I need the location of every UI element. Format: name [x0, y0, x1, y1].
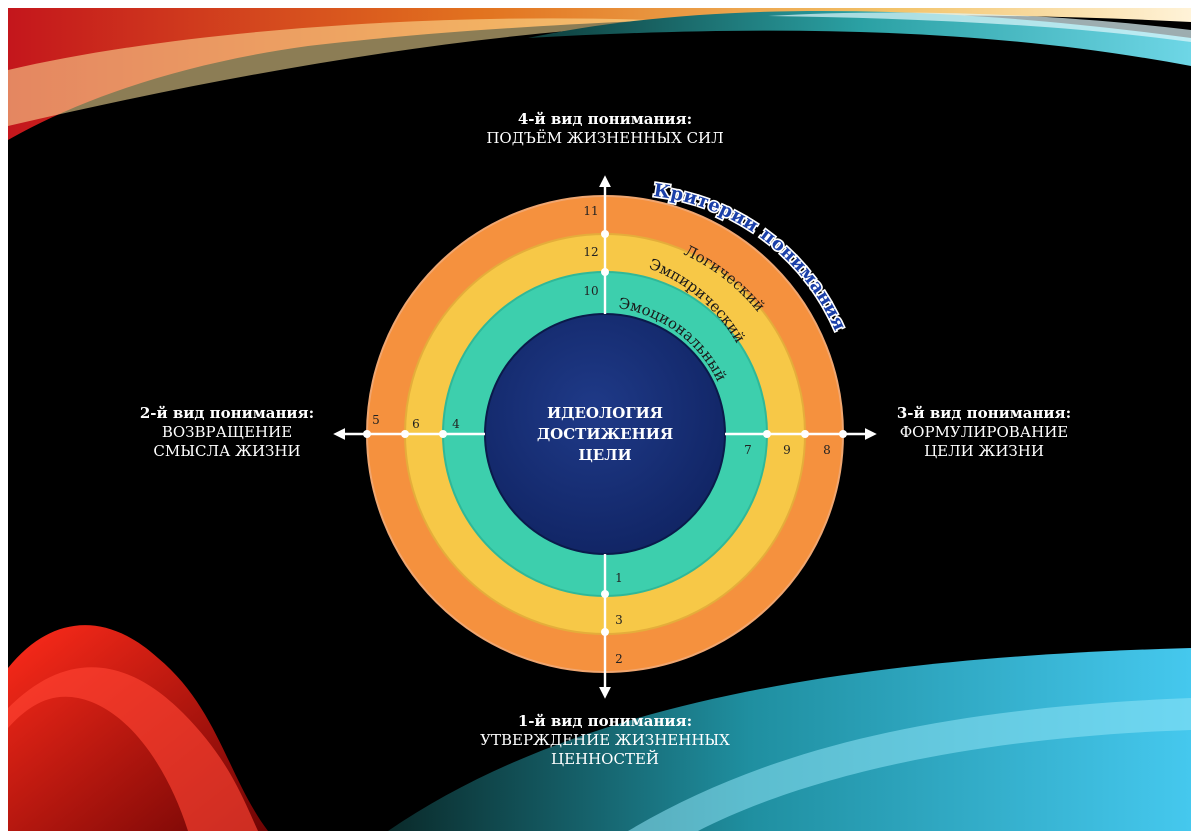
type-label-top: 4-й вид понимания: ПОДЪЁМ ЖИЗНЕННЫХ СИЛ	[438, 110, 772, 148]
type-bottom-title: 1-й вид понимания:	[517, 712, 693, 730]
number-1: 1	[615, 571, 623, 585]
number-9: 9	[783, 443, 791, 457]
number-4: 4	[452, 417, 460, 431]
type-label-left: 2-й вид понимания: ВОЗВРАЩЕНИЕ СМЫСЛА ЖИ…	[114, 404, 340, 461]
number-8: 8	[823, 443, 831, 457]
number-11: 11	[583, 204, 598, 218]
decorative-swooshes	[8, 8, 1191, 831]
type-top-line1: ПОДЪЁМ ЖИЗНЕННЫХ СИЛ	[486, 129, 724, 147]
understanding-diagram: 11 12 10 1 3 2 5 6 4 7 9 8 ИДЕОЛОГИЯ ДОС…	[333, 175, 877, 699]
axis-nodes	[363, 230, 847, 636]
core-line-2: ДОСТИЖЕНИЯ	[537, 425, 673, 443]
core-line-1: ИДЕОЛОГИЯ	[547, 404, 663, 422]
number-5: 5	[372, 413, 380, 427]
type-left-line2: СМЫСЛА ЖИЗНИ	[153, 442, 301, 460]
type-top-title: 4-й вид понимания:	[517, 110, 693, 128]
type-left-line1: ВОЗВРАЩЕНИЕ	[161, 423, 293, 441]
type-label-right: 3-й вид понимания: ФОРМУЛИРОВАНИЕ ЦЕЛИ Ж…	[871, 404, 1097, 461]
number-10: 10	[583, 284, 598, 298]
axis-lines	[333, 175, 877, 699]
number-12: 12	[583, 245, 598, 259]
type-bottom-line1: УТВЕРЖДЕНИЕ ЖИЗНЕННЫХ	[480, 731, 730, 749]
slide: 11 12 10 1 3 2 5 6 4 7 9 8 ИДЕОЛОГИЯ ДОС…	[8, 8, 1191, 831]
type-label-bottom: 1-й вид понимания: УТВЕРЖДЕНИЕ ЖИЗНЕННЫХ…	[438, 712, 772, 769]
number-2: 2	[615, 652, 623, 666]
type-right-line1: ФОРМУЛИРОВАНИЕ	[899, 423, 1069, 441]
type-right-line2: ЦЕЛИ ЖИЗНИ	[924, 442, 1044, 460]
type-bottom-line2: ЦЕННОСТЕЙ	[550, 750, 659, 768]
type-right-title: 3-й вид понимания:	[896, 404, 1072, 422]
number-7: 7	[744, 443, 752, 457]
number-6: 6	[412, 417, 420, 431]
number-3: 3	[615, 613, 623, 627]
core-line-3: ЦЕЛИ	[578, 446, 631, 464]
type-left-title: 2-й вид понимания:	[139, 404, 315, 422]
